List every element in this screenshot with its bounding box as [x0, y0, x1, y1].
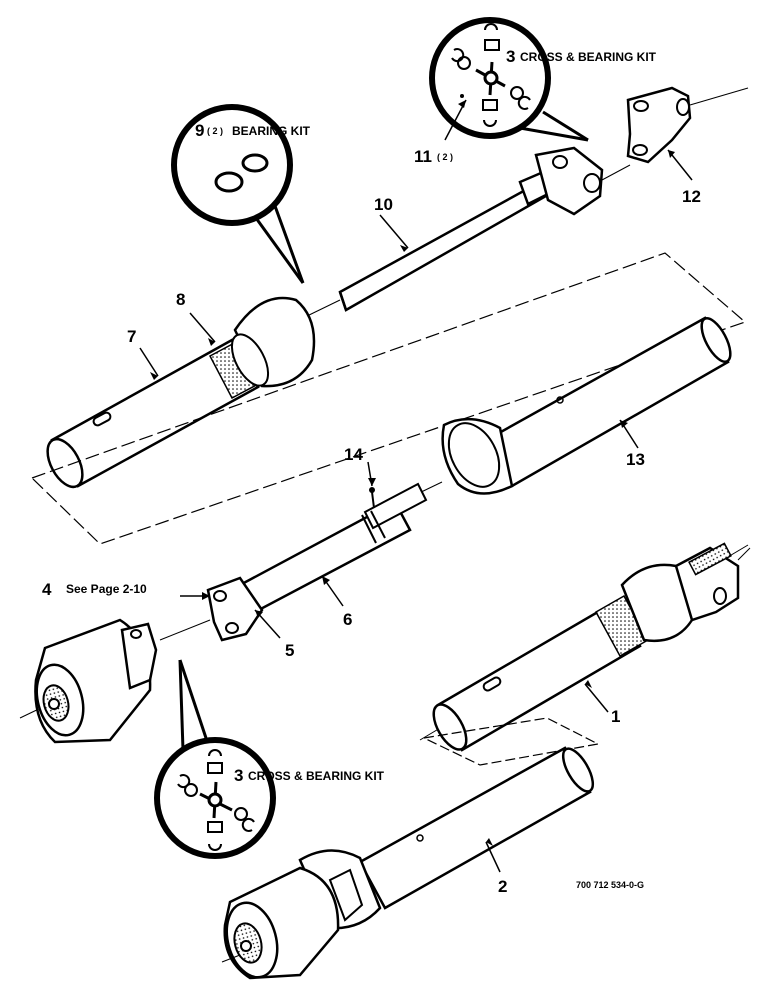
inner-tube-part-6 [159, 481, 443, 642]
cross-bearing-kit-top-note: CROSS & BEARING KIT [520, 50, 657, 64]
outer-guard-part-7 [46, 296, 341, 489]
callout-6: 6 [343, 610, 352, 629]
callout-1: 1 [611, 707, 620, 726]
yoke-part-12 [626, 86, 749, 164]
callout-14: 14 [344, 445, 363, 464]
alignment-frame [31, 252, 747, 545]
callout-8: 8 [176, 290, 185, 309]
qty-two-cross: ( 2 ) [437, 152, 453, 162]
detail-circle-bearing-kit [171, 104, 305, 284]
callout-3-bottom: 3 [234, 766, 243, 785]
shaft-half-part-1 [432, 542, 751, 752]
alignment-frame-lower [423, 717, 600, 766]
outer-guard-part-13 [441, 316, 732, 495]
see-page-note: See Page 2-10 [66, 582, 147, 596]
callout-11: 11 [414, 147, 432, 166]
callout-13: 13 [626, 450, 645, 469]
qty-two-bearing: ( 2 ) [207, 126, 223, 136]
callout-7: 7 [127, 327, 136, 346]
shaft-half-part-2 [221, 746, 595, 980]
callout-10: 10 [374, 195, 393, 214]
inner-shaft-part-10 [338, 146, 631, 312]
cross-bearing-kit-bottom-note: CROSS & BEARING KIT [248, 769, 385, 783]
figure-number: 700 712 534-0-G [576, 880, 644, 890]
callout-5: 5 [285, 641, 294, 660]
callout-9: 9 [195, 121, 204, 140]
detail-circle-cross-bearing-bottom [154, 659, 276, 859]
callout-2: 2 [498, 877, 507, 896]
bearing-kit-note: BEARING KIT [232, 124, 311, 138]
callout-4: 4 [42, 580, 52, 599]
callout-12: 12 [682, 187, 701, 206]
cv-joint-part-4 [19, 618, 158, 744]
leader-arrowheads [150, 100, 675, 846]
callout-3-top: 3 [506, 47, 515, 66]
detail-circle-cross-bearing-top [429, 17, 589, 142]
